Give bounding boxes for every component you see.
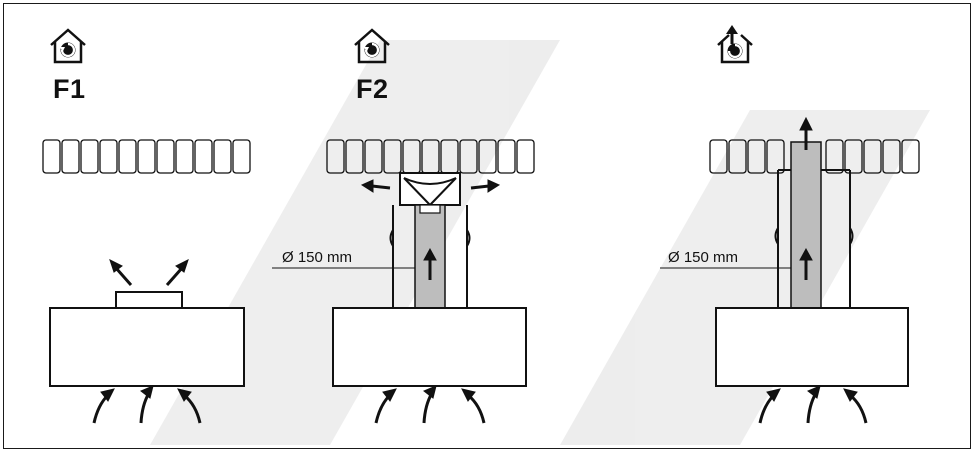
panel-ducted <box>660 25 920 424</box>
ceiling-tiles-ducted <box>709 139 920 174</box>
airflow-arrows-ducted <box>758 116 868 424</box>
mode-label-f2: F2 <box>356 74 389 104</box>
deflector-f2 <box>399 172 461 207</box>
diameter-label-f2: Ø 150 mm <box>282 249 353 266</box>
extraction-house-icon <box>717 25 753 64</box>
mode-label-f1: F1 <box>53 74 86 104</box>
hood-body-f1 <box>49 291 245 387</box>
ceiling-tiles-f1 <box>42 139 251 174</box>
diameter-label-ducted: Ø 150 mm <box>668 249 739 266</box>
recirculation-house-icon <box>354 28 390 64</box>
recirculation-house-icon <box>50 28 86 64</box>
hood-body-ducted <box>715 307 909 387</box>
airflow-arrows-f2 <box>360 179 501 424</box>
panel-f2 <box>272 28 535 424</box>
chimney-ducted <box>774 169 854 308</box>
airflow-arrows-f1 <box>92 259 202 424</box>
hood-body-f2 <box>332 307 527 387</box>
chimney-f2 <box>389 205 471 308</box>
diagram-frame <box>3 3 971 449</box>
panel-f1 <box>42 28 251 424</box>
duct-ducted <box>790 141 822 309</box>
